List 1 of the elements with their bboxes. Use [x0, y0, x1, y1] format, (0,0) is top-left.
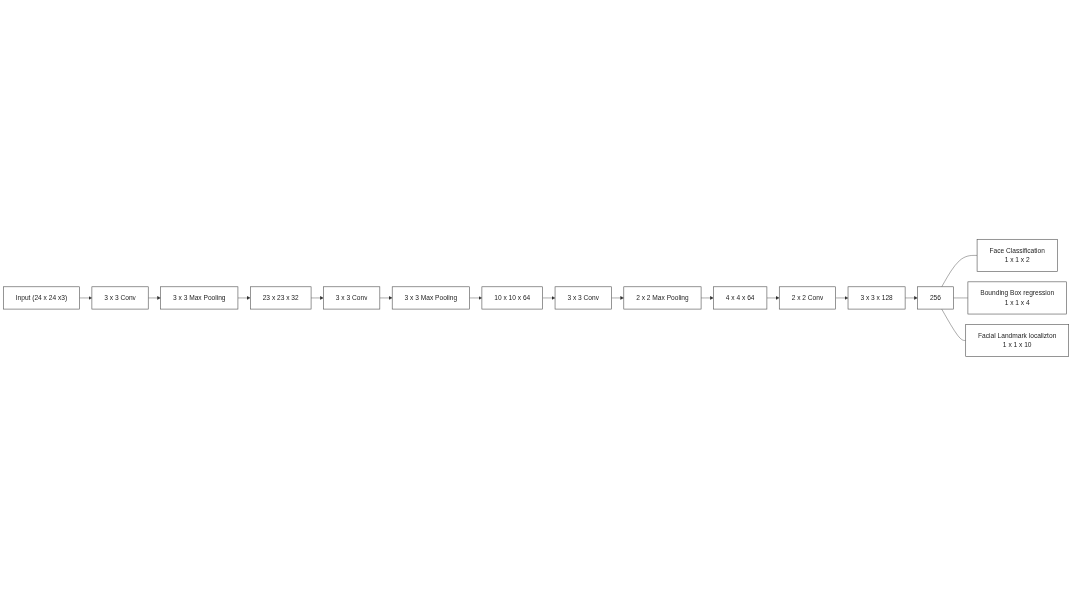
connector: [941, 308, 966, 341]
